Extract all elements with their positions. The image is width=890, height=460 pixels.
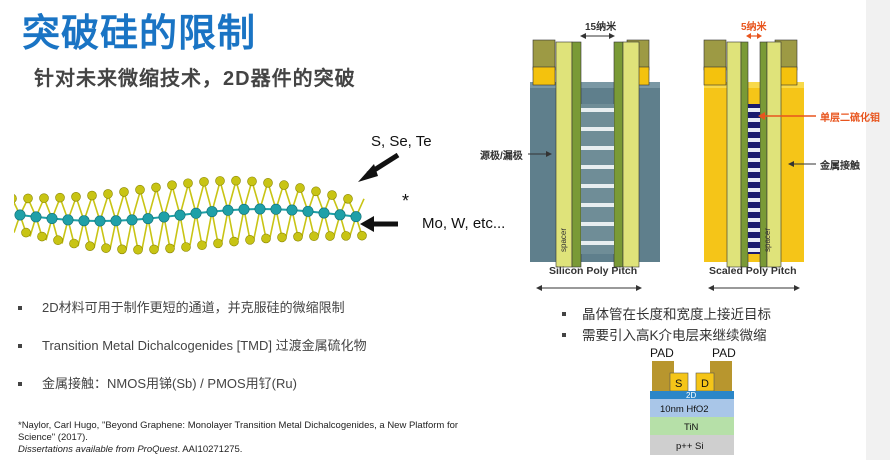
caption-bracket-left <box>536 285 642 291</box>
silicon-channel-stripes <box>581 108 614 245</box>
pad-right-label: PAD <box>712 346 736 360</box>
svg-text:spacer: spacer <box>763 228 772 252</box>
si-layer-label: p++ Si <box>676 441 703 452</box>
page-title: 突破硅的限制 <box>22 13 257 55</box>
chalcogen-label: S, Se, Te <box>371 133 432 150</box>
hfo2-layer-label: 10nm HfO2 <box>660 404 709 415</box>
left-bullet-3: 金属接触：NMOS用锑(Sb) / PMOS用钌(Ru) <box>18 373 297 392</box>
right-bullet-1: 晶体管在长度和宽度上接近目标 <box>562 303 771 323</box>
metal-label: Mo, W, etc... <box>422 215 506 232</box>
right-bullet-2: 需要引入高K介电层来继续微缩 <box>562 324 767 344</box>
bullet-square-icon <box>18 343 22 348</box>
caption-silicon-poly-pitch: Silicon Poly Pitch <box>549 265 638 277</box>
left-bullet-2: Transition Metal Dichalcogenides [TMD] 过… <box>18 335 367 354</box>
bullet-square-icon <box>18 305 22 310</box>
caption-scaled-poly-pitch: Scaled Poly Pitch <box>709 265 797 277</box>
mos2-molecule-illustration <box>14 175 367 255</box>
citation-footnote: *Naylor, Carl Hugo, "Beyond Graphene: Mo… <box>18 420 459 455</box>
asterisk-mark: * <box>402 191 410 211</box>
caption-bracket-right <box>708 285 800 291</box>
left-bullet-1: 2D材料可用于制作更短的通道，并克服硅的微缩限制 <box>18 297 345 316</box>
label-arrow-metal-contact <box>788 161 816 167</box>
scaled-channel-stripes <box>748 108 760 252</box>
metal-contact-label: 金属接触 <box>820 161 860 172</box>
dim-5nm-label: 5纳米 <box>741 22 767 33</box>
side-panel <box>866 0 890 460</box>
bullet-square-icon <box>562 312 566 317</box>
bullet-square-icon <box>18 381 22 386</box>
monolayer-mos2-label: 单层二硫化钼 <box>820 113 880 124</box>
tin-layer-label: TiN <box>684 422 699 433</box>
drain-label: D <box>701 378 709 390</box>
molecule-arrows <box>358 152 400 232</box>
dim-5nm-arrow-icon <box>746 33 762 39</box>
source-drain-label: 源极/漏极 <box>480 151 523 162</box>
transistor-pitch-diagram: spacer spacer <box>528 33 816 291</box>
pad-left-label: PAD <box>650 346 674 360</box>
channel-2d-label: 2D <box>686 391 696 400</box>
arrow-to-chalcogen-icon <box>358 152 400 182</box>
silicon-device: spacer <box>530 39 660 268</box>
svg-text:spacer: spacer <box>559 228 568 252</box>
arrow-to-metal-icon <box>360 216 398 232</box>
molecule-atoms <box>14 175 367 255</box>
label-arrow-source-drain <box>528 151 552 157</box>
device-stack-diagram: PAD PAD S D 2D 10nm HfO2 TiN p++ Si <box>650 346 736 455</box>
label-arrow-monolayer <box>758 112 816 120</box>
scaled-device: spacer <box>703 39 804 268</box>
page-subtitle: 针对未来微缩技术，2D器件的突破 <box>34 68 356 90</box>
dim-15nm-label: 15纳米 <box>585 22 617 33</box>
source-label: S <box>675 378 682 390</box>
bullet-square-icon <box>562 333 566 338</box>
dim-15nm-arrow-icon <box>580 33 615 39</box>
